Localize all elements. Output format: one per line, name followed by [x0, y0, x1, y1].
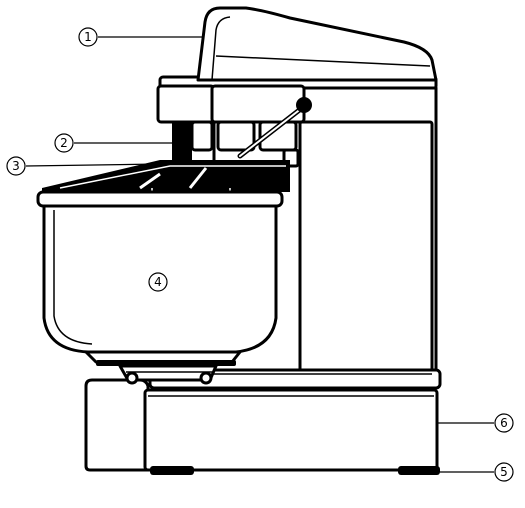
callout-2-glyph: ② [64, 117, 75, 131]
foot-left [150, 466, 194, 475]
foot-right [398, 466, 440, 475]
callout-6-number: 6 [500, 416, 508, 430]
callout-4: 4 [148, 272, 168, 292]
callout-3-glyph: ③ [16, 141, 27, 155]
callout-6-glyph: ⑥ [494, 397, 505, 411]
lever-knob [296, 97, 312, 113]
callout-1: 1 [78, 27, 98, 47]
callout-3: 3 [6, 156, 26, 176]
head-cover [196, 6, 438, 82]
callout-3-number: 3 [12, 159, 20, 173]
callout-1-number: 1 [84, 30, 92, 44]
callout-1-glyph: ① [88, 9, 99, 23]
callout-5-number: 5 [500, 465, 508, 479]
callout-4-glyph: ④ [158, 255, 169, 269]
callouts: 1 2 3 4 5 6 [6, 27, 514, 482]
base [84, 378, 440, 475]
callout-5: 5 [494, 462, 514, 482]
callout-2-number: 2 [60, 136, 68, 150]
callout-6: 6 [494, 413, 514, 433]
callout-5-glyph: ⑤ [494, 447, 505, 461]
leader-lines [25, 36, 494, 473]
callout-2: 2 [54, 133, 74, 153]
callout-4-number: 4 [154, 275, 162, 289]
lever [237, 97, 312, 159]
